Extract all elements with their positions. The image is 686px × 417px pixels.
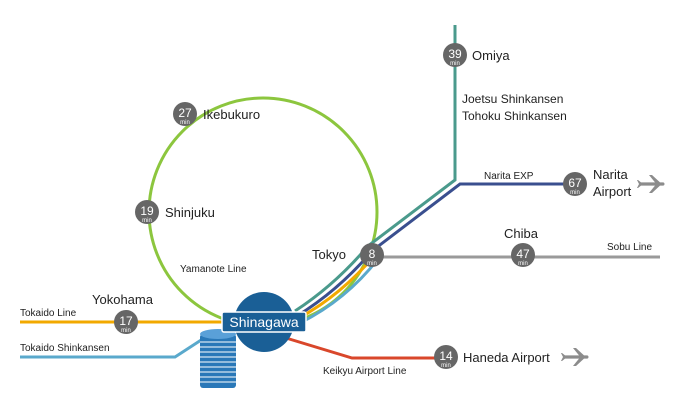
time-badge-unit: min — [450, 61, 460, 67]
line-label-yamanote: Yamanote Line — [180, 264, 247, 275]
hub-label: Shinagawa — [229, 314, 298, 330]
time-badge-value: 8 — [369, 247, 376, 261]
station-label-haneda: Haneda Airport — [463, 350, 550, 365]
station-label-shinjuku: Shinjuku — [165, 205, 215, 220]
station-label-tokyo: Tokyo — [312, 247, 346, 262]
line-label-tokaido: Tokaido Line — [20, 308, 77, 319]
building-icon — [200, 329, 236, 388]
station-yokohama[interactable]: 17 min Yokohama — [92, 292, 154, 334]
station-shinagawa[interactable]: Shinagawa — [221, 292, 307, 352]
station-chiba[interactable]: 47 min Chiba — [504, 226, 539, 267]
time-badge-unit: min — [518, 261, 528, 267]
line-label-keikyu: Keikyu Airport Line — [323, 366, 407, 377]
tohoku-shinkansen-line — [294, 25, 457, 313]
station-label-ikebukuro: Ikebukuro — [203, 107, 260, 122]
station-omiya[interactable]: 39 min Omiya — [443, 43, 510, 67]
time-badge-value: 67 — [568, 176, 582, 190]
time-badge-value: 14 — [439, 349, 453, 363]
time-badge-unit: min — [570, 190, 580, 196]
station-narita[interactable]: 67 min Narita Airport — [563, 167, 665, 199]
time-badge-unit: min — [121, 328, 131, 334]
time-badge-unit: min — [441, 363, 451, 369]
time-badge-value: 17 — [119, 314, 133, 328]
station-label-yokohama: Yokohama — [92, 292, 154, 307]
time-badge-unit: min — [180, 120, 190, 126]
station-label-omiya: Omiya — [472, 48, 510, 63]
time-badge-unit: min — [367, 261, 377, 267]
line-label-tohoku: Tohoku Shinkansen — [462, 109, 567, 123]
airplane-icon — [561, 348, 589, 366]
station-ikebukuro[interactable]: 27 min Ikebukuro — [173, 102, 260, 126]
time-badge-value: 39 — [448, 47, 462, 61]
line-label-sobu: Sobu Line — [607, 242, 652, 253]
airplane-icon — [637, 175, 665, 193]
line-label-joetsu: Joetsu Shinkansen — [462, 92, 563, 106]
station-tokyo[interactable]: 8 min Tokyo — [312, 243, 384, 267]
station-label-chiba: Chiba — [504, 226, 539, 241]
keikyu-airport-line — [285, 336, 440, 360]
station-haneda[interactable]: 14 min Haneda Airport — [434, 345, 589, 369]
station-label-narita-1: Narita — [593, 167, 628, 182]
time-badge-unit: min — [142, 218, 152, 224]
line-label-tokaido-shinkansen: Tokaido Shinkansen — [20, 343, 110, 354]
station-shinjuku[interactable]: 19 min Shinjuku — [135, 200, 215, 224]
line-label-narita-exp: Narita EXP — [484, 171, 534, 182]
time-badge-value: 19 — [140, 204, 154, 218]
time-badge-value: 47 — [516, 247, 530, 261]
time-badge-value: 27 — [178, 106, 192, 120]
station-label-narita-2: Airport — [593, 184, 632, 199]
